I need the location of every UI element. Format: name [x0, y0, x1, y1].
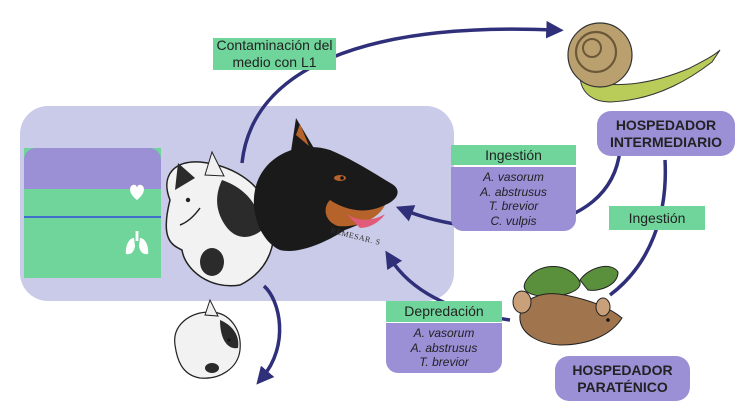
intermediate-host-line1: HOSPEDADOR — [615, 116, 717, 133]
species-item: T. brevior — [488, 199, 539, 213]
arrow-intermediate-to-paratenic — [608, 159, 668, 297]
snail-illustration — [567, 22, 721, 103]
ingestion-label-right: Ingestión — [609, 206, 705, 230]
species-item: A. abstrusus — [480, 184, 547, 199]
species-item: A. vasorum — [483, 170, 544, 184]
species-item: A. vasorum — [413, 326, 475, 341]
species-item: T. brevior — [419, 355, 469, 370]
species-item: A. abstrusus — [410, 340, 478, 355]
small-cat-illustration — [174, 298, 241, 379]
dog-illustration — [253, 118, 398, 251]
intermediate-host-line2: INTERMEDIARIO — [610, 133, 722, 150]
paratenic-host-label: HOSPEDADOR PARATÉNICO — [555, 356, 690, 401]
contamination-label-line2: medio con L1 — [232, 54, 317, 70]
species-item: C. vulpis — [490, 213, 537, 228]
cat-illustration — [165, 150, 275, 287]
contamination-label-line1: Contaminación del — [216, 37, 333, 53]
organ-card-divider — [24, 216, 161, 218]
contamination-label: Contaminación del medio con L1 — [213, 37, 336, 70]
paratenic-animals-illustration — [512, 265, 623, 346]
paratenic-host-line1: HOSPEDADOR — [572, 361, 673, 378]
heart-icon — [130, 184, 144, 200]
lungs-icon — [125, 231, 149, 255]
depredation-species-box: A. vasorum A. abstrusus T. brevior — [386, 323, 502, 373]
ingestion-species-box: A. vasorum A. abstrusus T. brevior C. vu… — [451, 167, 576, 231]
paratenic-host-line2: PARATÉNICO — [577, 378, 668, 395]
intermediate-host-label: HOSPEDADOR INTERMEDIARIO — [597, 111, 735, 156]
depredation-label: Depredación — [386, 301, 502, 322]
organ-card-header — [24, 148, 161, 189]
ingestion-label-left: Ingestión — [451, 145, 576, 165]
arrow-to-small-cat — [256, 284, 282, 385]
